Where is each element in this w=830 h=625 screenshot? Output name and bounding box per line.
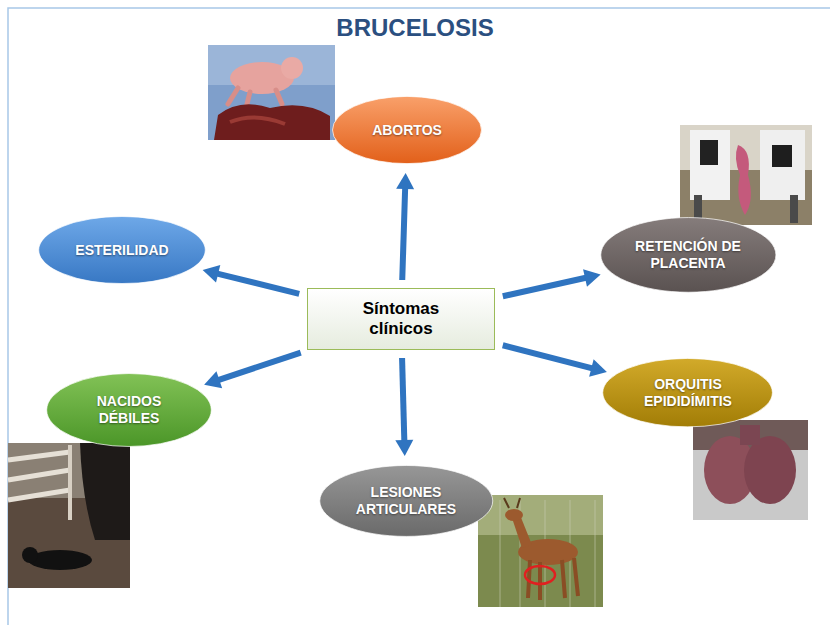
title-text: BRUCELOSIS — [336, 14, 493, 41]
symptom-ellipse: ABORTOS — [331, 95, 483, 165]
symptom-ellipse: NACIDOS DÉBILES — [45, 372, 213, 448]
hub-box: Síntomas clínicos — [307, 288, 495, 350]
arrow-connector — [203, 265, 300, 294]
symptom-ellipse: LESIONES ARTICULARES — [318, 464, 495, 538]
arrow-head — [589, 359, 607, 376]
symptom-ellipse: ESTERILIDAD — [37, 215, 207, 285]
weak-calf-photo — [8, 443, 130, 588]
arrow-head — [204, 371, 222, 388]
node-label: RETENCIÓN DE PLACENTA — [625, 238, 750, 272]
node-label: Síntomas clínicos — [346, 299, 456, 340]
arrow-shaft — [216, 273, 299, 294]
arrow-shaft — [503, 345, 594, 368]
node-label: LESIONES ARTICULARES — [346, 484, 466, 518]
symptom-ellipse: ORQUITIS EPIDIDÍMITIS — [601, 357, 774, 428]
arrow-head — [203, 265, 221, 282]
deer-photo — [478, 495, 603, 607]
arrow-connector — [395, 358, 413, 456]
node-label: NACIDOS DÉBILES — [82, 393, 177, 427]
arrow-shaft — [402, 187, 405, 280]
node-label: ORQUITIS EPIDIDÍMITIS — [630, 376, 745, 410]
arrow-head — [395, 440, 413, 456]
symptom-ellipse: RETENCIÓN DE PLACENTA — [599, 216, 778, 294]
retained-placenta-photo — [680, 125, 812, 225]
orchitis-photo — [693, 420, 808, 520]
node-label: ABORTOS — [372, 122, 442, 139]
arrow-shaft — [217, 353, 300, 381]
page-frame — [8, 8, 830, 625]
arrow-connector — [204, 353, 301, 389]
arrow-connector — [503, 269, 601, 296]
arrow-head — [396, 173, 414, 189]
arrow-head — [583, 269, 601, 287]
arrow-connector — [396, 173, 414, 280]
arrow-shaft — [402, 358, 404, 442]
arrow-shaft — [503, 278, 587, 297]
aborted-fetus-photo — [208, 45, 335, 140]
arrow-connector — [503, 345, 607, 377]
diagram-title: BRUCELOSIS — [0, 14, 830, 42]
node-label: ESTERILIDAD — [75, 242, 168, 259]
